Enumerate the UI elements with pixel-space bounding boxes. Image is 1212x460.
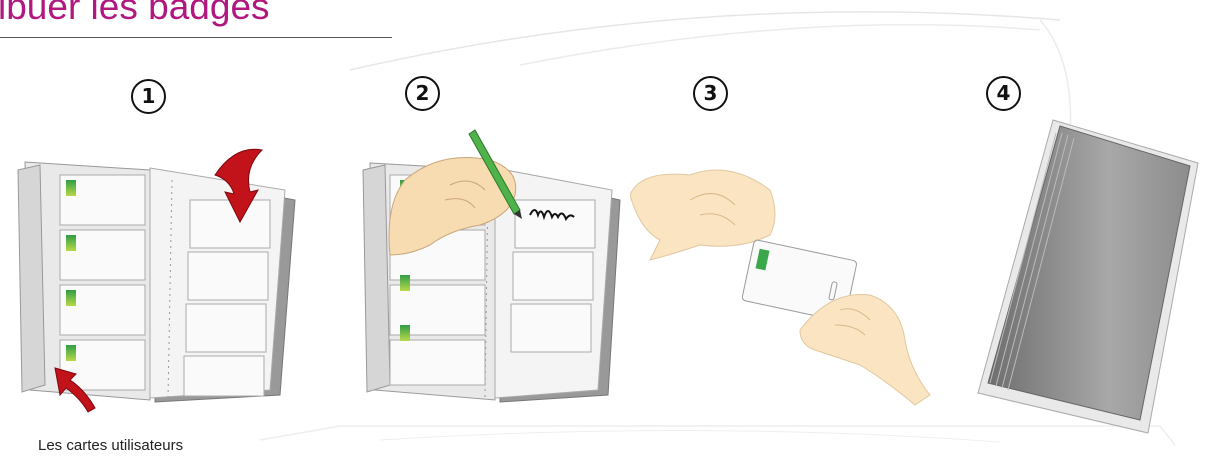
closed-binder-cover — [988, 126, 1190, 420]
step-2-number: 2 — [405, 76, 440, 111]
user-cards-caption: Les cartes utilisateurs — [38, 437, 183, 454]
step-4-number: 4 — [986, 76, 1021, 111]
receiving-hand — [800, 294, 930, 405]
step-1-illustration — [0, 140, 320, 440]
step-3-illustration — [630, 140, 940, 460]
title-divider — [0, 37, 392, 38]
step-2-illustration — [330, 115, 630, 415]
step-1-number: 1 — [131, 79, 166, 114]
binder-spine — [18, 165, 45, 392]
step-3-number: 3 — [693, 76, 728, 111]
step-4-illustration — [968, 108, 1212, 438]
page-title: ibuer les badges — [0, 0, 270, 28]
right-card-column — [184, 200, 270, 396]
